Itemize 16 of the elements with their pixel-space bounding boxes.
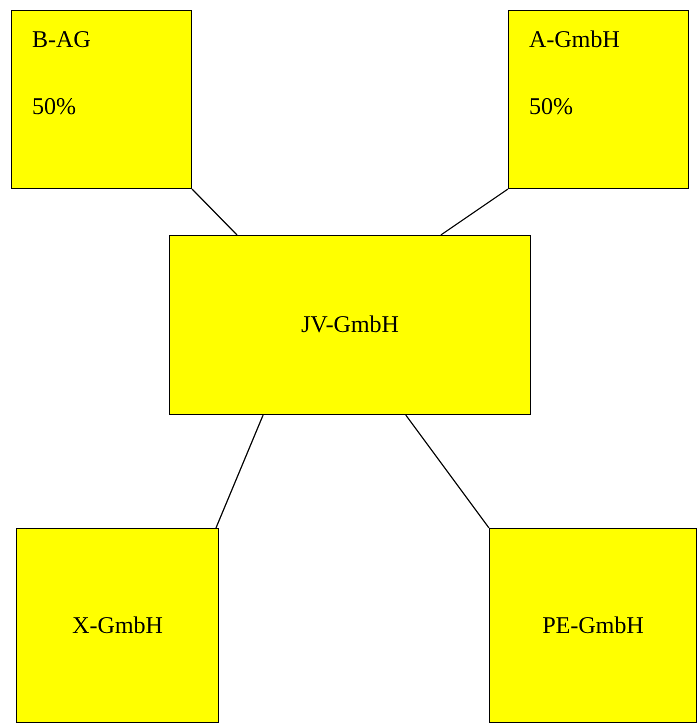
company-box (16, 528, 219, 723)
connector-line (192, 188, 238, 236)
company-box (508, 10, 689, 189)
company-name: X-GmbH (72, 612, 163, 640)
connector-line (405, 414, 490, 528)
share-percentage: 50% (32, 93, 76, 122)
company-box (11, 10, 192, 189)
company-name: JV-GmbH (301, 311, 399, 340)
connector-line (440, 188, 508, 236)
company-box (169, 235, 531, 415)
connector-line (215, 414, 264, 528)
share-percentage: 50% (529, 93, 573, 122)
company-box (489, 528, 697, 723)
company-name: A-GmbH (529, 26, 620, 55)
company-name: PE-GmbH (542, 612, 644, 640)
company-name: B-AG (32, 26, 91, 55)
